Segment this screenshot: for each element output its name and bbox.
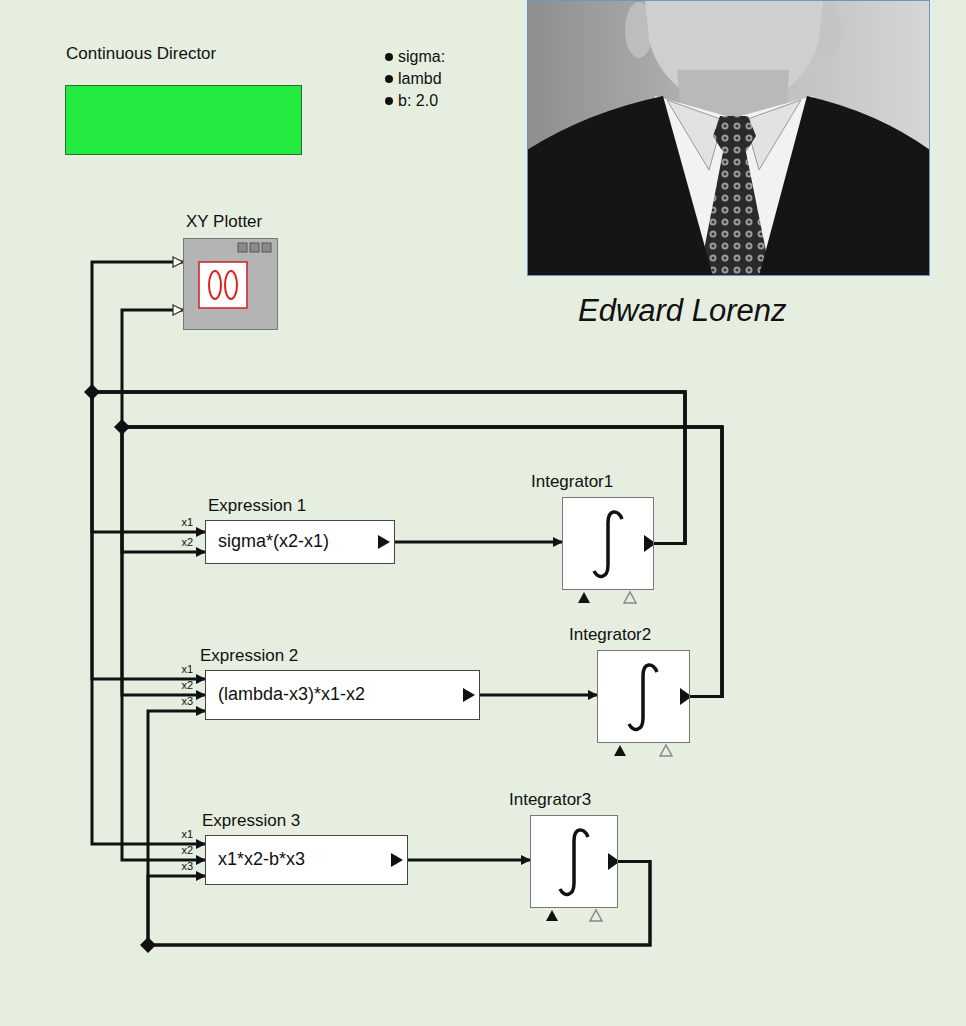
plotter-box: XY Plotter (183, 238, 278, 330)
port-name: x1 (181, 663, 193, 675)
bullet-dot (385, 97, 393, 105)
integrator-box: Integrator3 (530, 815, 618, 908)
signal-wire (148, 711, 650, 945)
expression-label: Expression 2 (200, 646, 298, 665)
plotter-label: XY Plotter (186, 212, 262, 231)
port-name: x2 (181, 679, 193, 691)
bullet-dot (385, 75, 393, 83)
signal-wire (408, 859, 530, 862)
expression-label: Expression 3 (202, 811, 300, 830)
parameter-value: lambd (398, 70, 442, 87)
expression-box: Expression 2(lambda-x3)*x1-x2 (205, 670, 480, 720)
expression-box: Expression 3x1*x2-b*x3 (205, 835, 408, 885)
junction-dot (84, 384, 100, 400)
director-label: Continuous Director (66, 44, 216, 63)
integrator-box: Integrator2 (597, 650, 690, 743)
expression-formula: (lambda-x3)*x1-x2 (218, 684, 365, 704)
signal-wire (480, 694, 597, 697)
parameter-value: b: 2.0 (398, 92, 438, 109)
integrator-symbol (597, 650, 692, 756)
integrator-label: Integrator2 (569, 625, 651, 644)
signal-wire (122, 427, 722, 697)
port-name: x1 (181, 828, 193, 840)
signal-wire (122, 310, 722, 697)
port-name: x3 (181, 695, 193, 707)
bullet-dot (385, 53, 393, 61)
signal-wire (92, 392, 685, 679)
expression-box: Expression 1sigma*(x2-x1) (205, 520, 395, 564)
port-name: x2 (181, 536, 193, 548)
signal-wire (395, 541, 562, 544)
portrait-caption: Edward Lorenz (578, 293, 787, 328)
integrator-symbol (562, 497, 656, 603)
director-box: Continuous Director (65, 85, 302, 155)
parameter-value: sigma: (398, 48, 445, 65)
expression-formula: x1*x2-b*x3 (218, 849, 305, 869)
port-name: x1 (181, 516, 193, 528)
portrait-illustration (527, 0, 930, 276)
junction-dot (114, 419, 130, 435)
integrator-label: Integrator1 (531, 472, 613, 491)
port-name: x2 (181, 844, 193, 856)
port-name: x3 (181, 860, 193, 872)
integrator-label: Integrator3 (509, 790, 591, 809)
junction-dot (140, 937, 156, 953)
plotter-icon (183, 238, 278, 330)
integrator-symbol (530, 815, 620, 921)
expression-formula: sigma*(x2-x1) (218, 531, 329, 551)
portrait-frame: Edward Lorenz (527, 0, 930, 276)
expression-label: Expression 1 (208, 496, 306, 515)
signal-wire (122, 427, 722, 860)
integrator-box: Integrator1 (562, 497, 654, 590)
signal-wire (92, 392, 685, 844)
signal-wire (122, 427, 722, 697)
